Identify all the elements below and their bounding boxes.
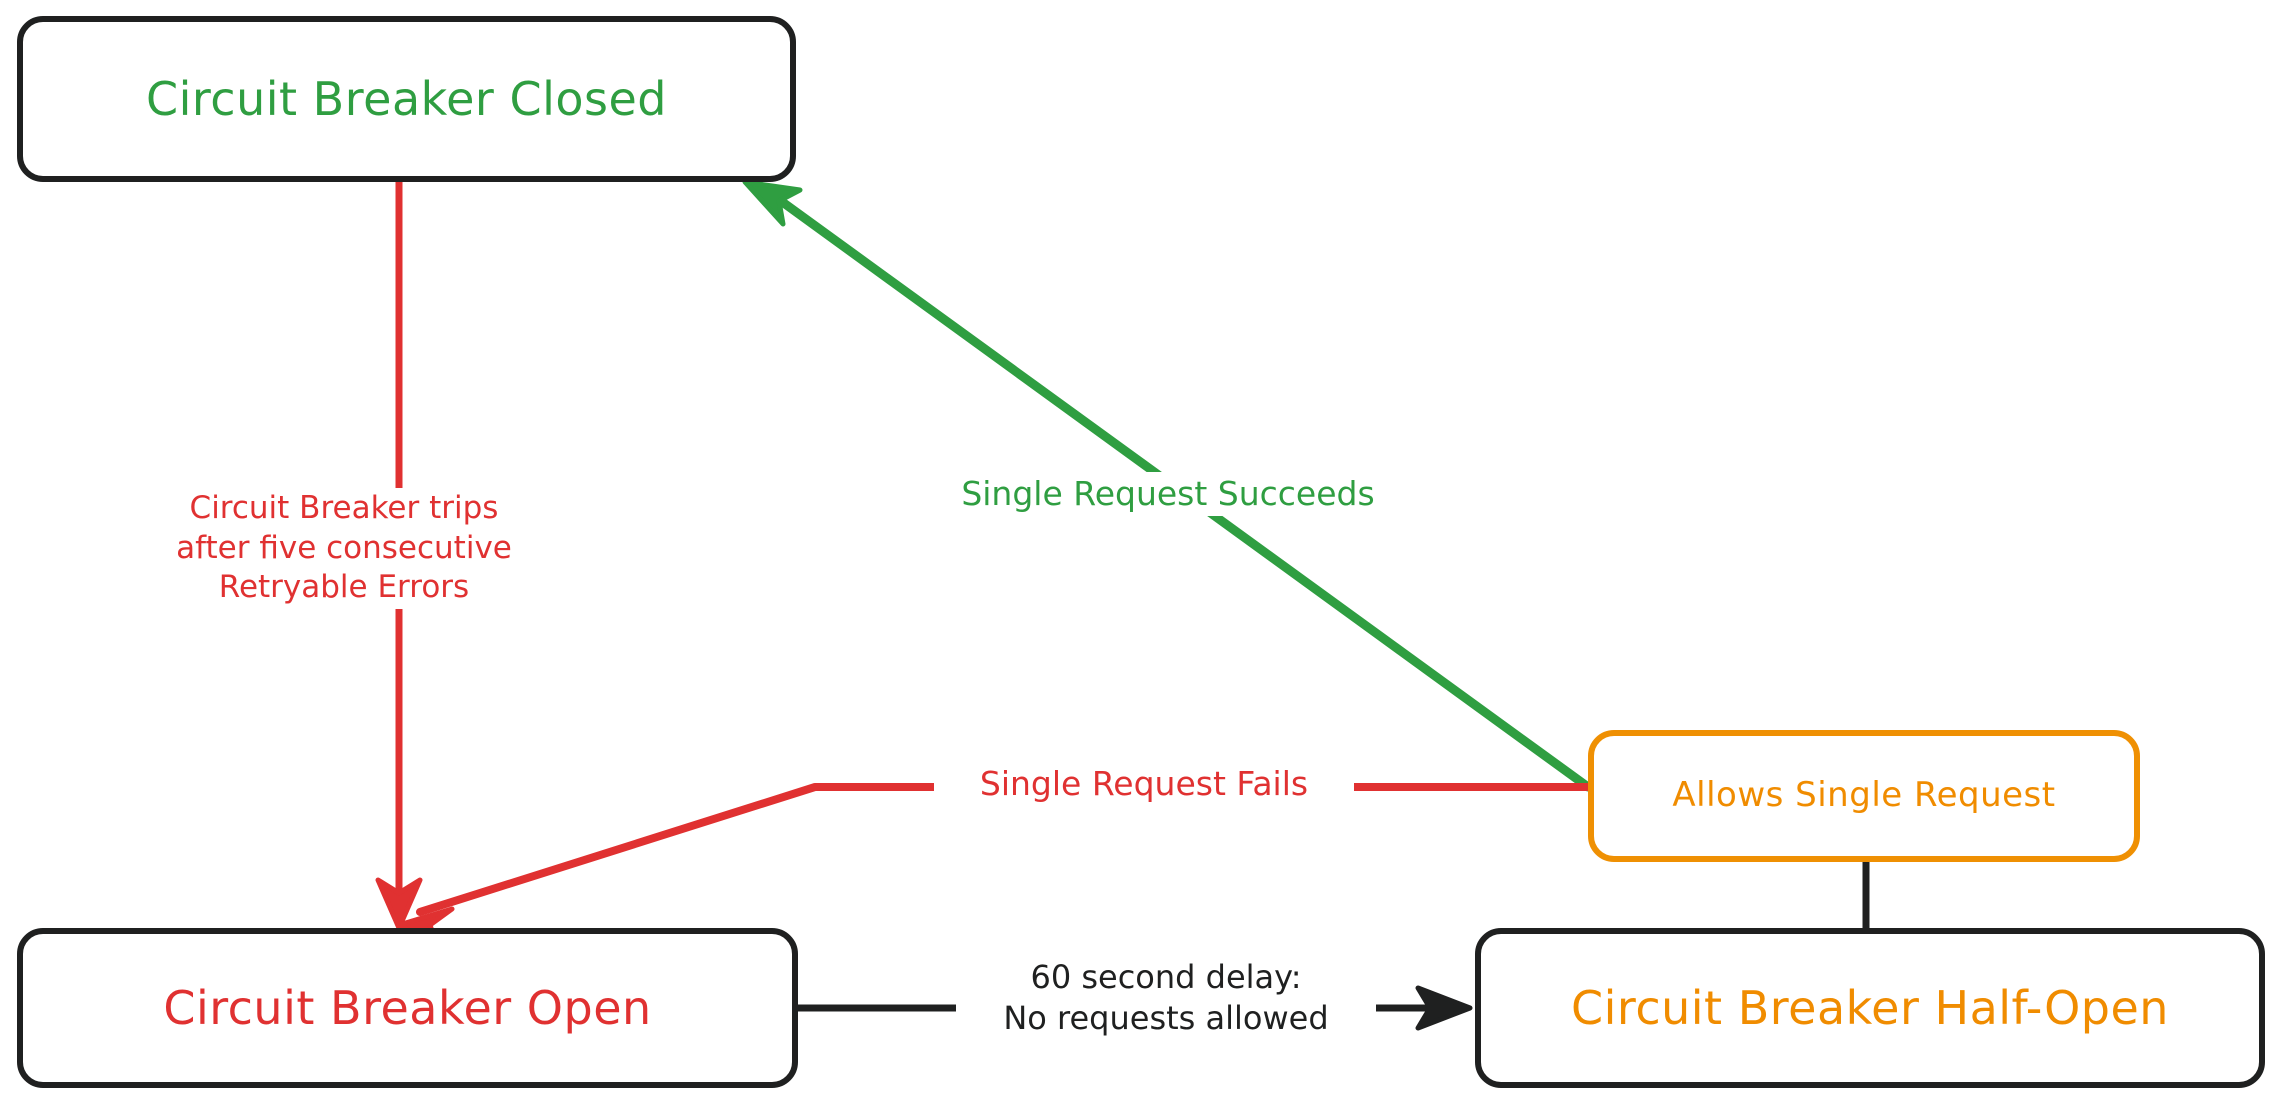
node-label-circuit-breaker-half-open: Circuit Breaker Half-Open — [1571, 980, 2169, 1035]
edge-label-closed-to-open: Circuit Breaker trips after five consecu… — [134, 488, 554, 610]
edge-allows-to-open — [396, 783, 1592, 949]
node-circuit-breaker-open[interactable]: Circuit Breaker Open — [17, 928, 798, 1088]
node-label-circuit-breaker-open: Circuit Breaker Open — [163, 980, 652, 1035]
node-label-allows-single-request: Allows Single Request — [1672, 775, 2056, 816]
edge-label-allows-to-closed: Single Request Succeeds — [918, 472, 1418, 517]
node-allows-single-request[interactable]: Allows Single Request — [1588, 730, 2140, 862]
node-label-circuit-breaker-closed: Circuit Breaker Closed — [146, 71, 667, 126]
node-circuit-breaker-half-open[interactable]: Circuit Breaker Half-Open — [1475, 928, 2265, 1088]
edge-label-allows-to-open: Single Request Fails — [934, 762, 1354, 807]
node-circuit-breaker-closed[interactable]: Circuit Breaker Closed — [17, 16, 796, 182]
edge-label-open-to-half-open: 60 second delay: No requests allowed — [956, 956, 1376, 1040]
